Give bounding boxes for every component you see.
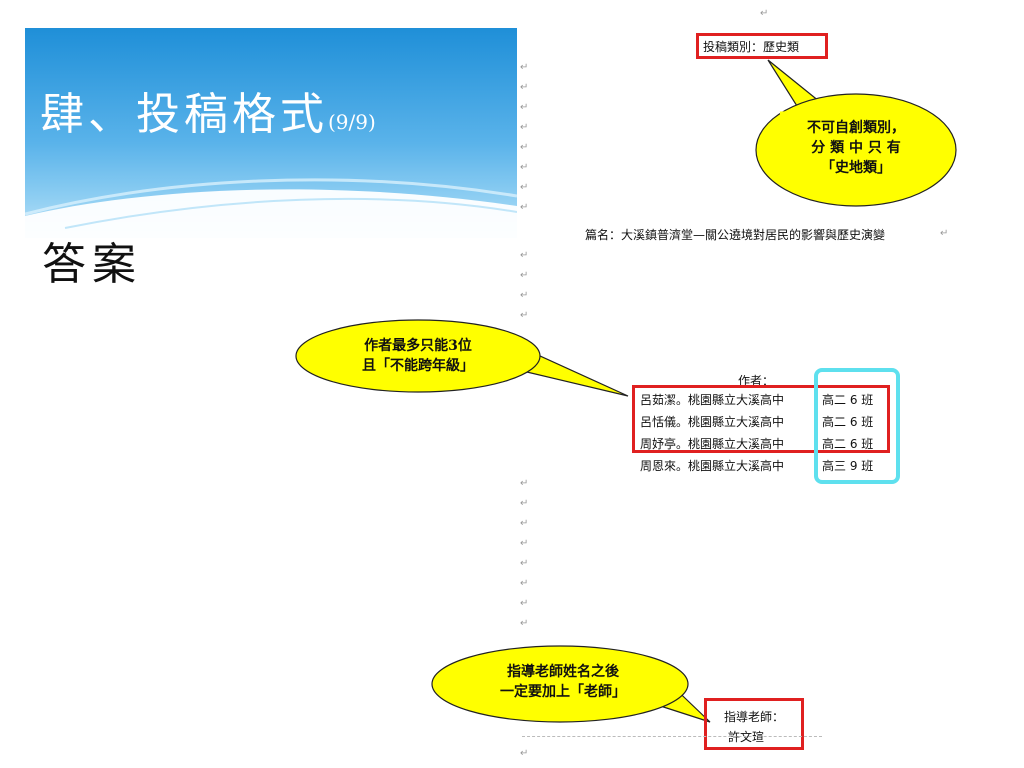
- author-class: 高三 9 班: [822, 459, 874, 473]
- paragraph-mark: ↵: [940, 228, 949, 239]
- section-title: 答案: [42, 239, 142, 290]
- paragraph-mark: ↵: [520, 618, 529, 629]
- slide-title: 肆、投稿格式(9/9): [40, 78, 376, 142]
- paragraph-mark: ↵: [520, 558, 529, 569]
- paragraph-mark: ↵: [520, 142, 529, 153]
- category-highlight-box: [696, 33, 828, 59]
- paragraph-mark: ↵: [520, 498, 529, 509]
- category-text: 投稿類別：歷史類: [703, 40, 800, 54]
- advisor-callout-text: 指導老師姓名之後 一定要加上「老師」: [500, 664, 626, 700]
- paragraph-mark: ↵: [520, 182, 529, 193]
- paragraph-mark: ↵: [520, 478, 529, 489]
- advisor-callout-bubble: [431, 645, 711, 723]
- paragraph-mark: ↵: [520, 102, 529, 113]
- section-divider: [522, 736, 822, 737]
- page-indicator: (9/9): [328, 110, 376, 134]
- header-banner: [25, 28, 517, 238]
- paragraph-mark: ↵: [520, 270, 529, 281]
- author-row: 呂恬儀。桃園縣立大溪高中: [640, 415, 785, 429]
- advisor-name: 許文瑄: [728, 730, 765, 744]
- paragraph-mark: ↵: [520, 250, 529, 261]
- paragraph-mark: ↵: [520, 598, 529, 609]
- paragraph-mark: ↵: [760, 8, 769, 19]
- paragraph-mark: ↵: [520, 748, 529, 759]
- paragraph-mark: ↵: [520, 122, 529, 133]
- paragraph-mark: ↵: [520, 162, 529, 173]
- paragraph-mark: ↵: [520, 538, 529, 549]
- paragraph-mark: ↵: [520, 310, 529, 321]
- advisor-label: 指導老師：: [724, 710, 785, 724]
- author-row: 周妤亭。桃園縣立大溪高中: [640, 437, 785, 451]
- authors-highlight-box: [632, 385, 890, 453]
- advisor-highlight-box: [704, 698, 804, 750]
- authors-label: 作者：: [738, 374, 775, 388]
- paragraph-mark: ↵: [520, 62, 529, 73]
- author-class: 高二 6 班: [822, 415, 874, 429]
- article-title: 篇名：大溪鎮普濟堂—關公遶境對居民的影響與歷史演變: [585, 228, 886, 242]
- author-row: 呂茹潔。桃園縣立大溪高中: [640, 393, 785, 407]
- slide-title-text: 肆、投稿格式: [40, 89, 328, 140]
- paragraph-mark: ↵: [520, 202, 529, 213]
- author-class: 高二 6 班: [822, 437, 874, 451]
- category-callout-bubble: [755, 59, 957, 207]
- author-callout-text: 作者最多只能3位 且「不能跨年級」: [362, 338, 474, 374]
- paragraph-mark: ↵: [520, 518, 529, 529]
- class-highlight-box: [814, 368, 900, 484]
- paragraph-mark: ↵: [520, 290, 529, 301]
- author-callout-bubble: [295, 319, 629, 397]
- author-row: 周恩來。桃園縣立大溪高中: [640, 459, 785, 473]
- category-callout-text: 不可自創類別， 分 類 中 只 有 「史地類」: [807, 120, 905, 176]
- wave-decoration: [25, 178, 517, 238]
- author-class: 高二 6 班: [822, 393, 874, 407]
- paragraph-mark: ↵: [520, 82, 529, 93]
- paragraph-mark: ↵: [520, 578, 529, 589]
